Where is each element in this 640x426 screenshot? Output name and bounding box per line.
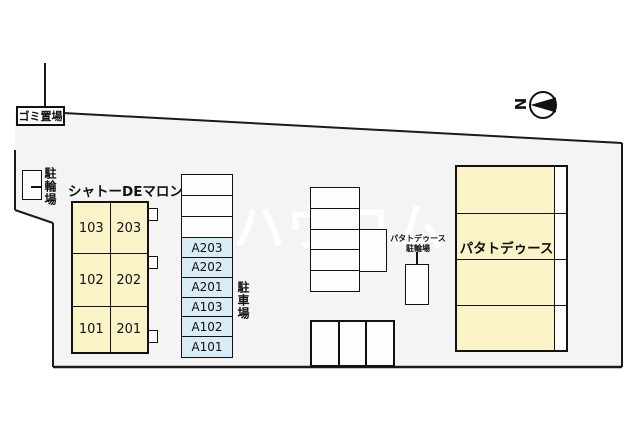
- building-b: パタトデゥース: [455, 165, 568, 352]
- unit-201: 201: [116, 322, 142, 337]
- building-b-divider-3: [457, 304, 566, 306]
- building-a-name: シャトーDEマロン: [68, 184, 183, 200]
- parking-stall-empty: [182, 217, 232, 239]
- building-a-row-3: 101 201: [73, 307, 147, 352]
- unit-203: 203: [110, 203, 147, 254]
- unit-102: 102: [73, 254, 111, 307]
- building-b-bicycle-label: パタトデゥース 駐輪場: [380, 234, 456, 254]
- bottom-stall: [340, 322, 368, 365]
- middle-stall: [311, 188, 359, 209]
- building-a-porch-2: [149, 256, 158, 269]
- unit-103: 103: [73, 203, 111, 254]
- parking-space-A202: A202: [182, 258, 232, 278]
- boundary-top-slant: [44, 111, 623, 144]
- unit-101: 101: [73, 307, 111, 352]
- parking-space-A201: A201: [182, 277, 232, 298]
- parking-space-A103: A103: [182, 297, 232, 318]
- garbage-area-box: ゴミ置場: [16, 106, 65, 126]
- building-b-bicycle-leader-line: [416, 252, 418, 267]
- parking-lot-label: 駐車場: [236, 281, 250, 320]
- parking-stall-empty: [182, 175, 232, 197]
- north-letter: N: [511, 97, 529, 111]
- middle-stall: [311, 209, 359, 230]
- building-a-porch-3: [149, 330, 158, 343]
- north-compass-icon: [529, 91, 557, 119]
- parking-space-A101: A101: [182, 337, 232, 357]
- building-b-bicycle-label-line1: パタトデゥース: [390, 234, 446, 243]
- unit-202: 202: [110, 254, 147, 307]
- bottom-stall: [312, 322, 340, 365]
- parking-space-A102: A102: [182, 317, 232, 338]
- bicycle-parking-label: 駐輪場: [43, 167, 57, 206]
- building-b-name: パタトデゥース: [459, 241, 554, 257]
- building-b-bicycle-box: [405, 264, 429, 305]
- building-a: 103 203 102 202 101 201: [71, 201, 149, 354]
- boundary-left-diagonal: [14, 209, 54, 224]
- building-b-divider-1: [457, 212, 566, 214]
- bottom-stall: [367, 322, 393, 365]
- building-a-row-2: 102 202: [73, 254, 147, 307]
- bottom-stall-group: [310, 320, 395, 367]
- parking-column: A203 A202 A201 A103 A102 A101: [181, 174, 233, 358]
- garbage-area-label: ゴミ置場: [18, 110, 63, 123]
- building-a-row-1: 103 203: [73, 203, 147, 254]
- bicycle-parking-tick: [31, 186, 42, 188]
- parking-space-A203: A203: [182, 238, 232, 259]
- building-b-bicycle-label-line2: 駐輪場: [406, 244, 430, 253]
- middle-stall-stack: [310, 187, 360, 292]
- parking-stall-empty: [182, 196, 232, 218]
- middle-side-stall: [359, 229, 387, 272]
- building-a-porch-1: [149, 208, 158, 221]
- bicycle-parking-box: [22, 170, 42, 200]
- middle-stall: [311, 271, 359, 291]
- building-b-divider-2: [457, 258, 566, 260]
- middle-stall: [311, 230, 359, 251]
- middle-stall: [311, 250, 359, 272]
